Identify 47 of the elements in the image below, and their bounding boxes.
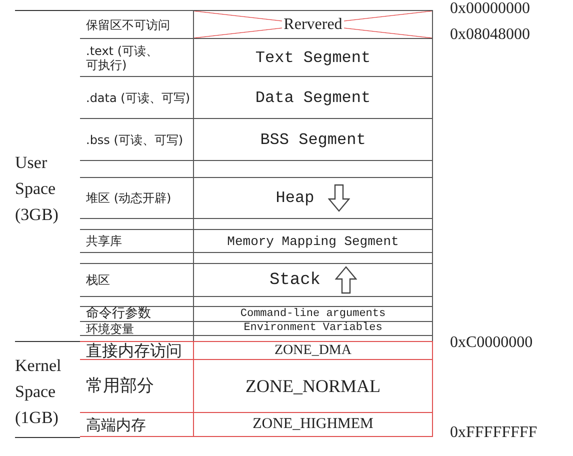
segment-name: ZONE_HIGHMEM — [252, 417, 374, 432]
row-label: .bss (可读、可写) — [86, 132, 184, 146]
segment-name: ZONE_NORMAL — [246, 377, 380, 395]
address-label: 0x00000000 — [450, 0, 530, 18]
address-label: 0xC0000000 — [450, 334, 533, 352]
row-label: .data (可读、可写) — [86, 90, 190, 104]
row-label: 保留区不可访问 — [86, 18, 170, 32]
row-label: 栈区 — [86, 273, 110, 287]
segment-name: Heap — [276, 190, 314, 206]
memory-segment — [80, 252, 433, 263]
row-label: .text (可读、可执行) — [86, 44, 159, 72]
region-label: Kernel Space (1GB) — [15, 355, 62, 429]
row-label: 常用部分 — [86, 379, 154, 393]
address-label: 0x08048000 — [450, 26, 530, 44]
memory-segment — [80, 177, 433, 218]
memory-segment — [80, 263, 433, 296]
row-label: 命令行参数 — [86, 307, 151, 321]
segment-name: Text Segment — [255, 50, 371, 66]
segment-name: Data Segment — [255, 90, 371, 106]
memory-segment — [80, 335, 433, 341]
segment-name: Rervered — [282, 16, 344, 32]
region-label: User Space (3GB) — [15, 152, 60, 226]
segment-name: ZONE_DMA — [274, 344, 352, 358]
segment-name: Command-line arguments — [240, 308, 386, 320]
memory-segment — [80, 341, 433, 359]
memory-segment — [80, 38, 433, 76]
memory-segment — [80, 10, 433, 38]
memory-segment — [80, 218, 433, 229]
segment-name: Environment Variables — [244, 323, 382, 334]
memory-segment — [80, 359, 433, 412]
memory-segment — [80, 412, 433, 437]
memory-segment — [80, 321, 433, 335]
memory-segment — [80, 306, 433, 321]
memory-segment — [80, 229, 433, 252]
row-label: 环境变量 — [86, 322, 134, 336]
address-label: 0xFFFFFFFF — [450, 424, 538, 442]
memory-segment — [80, 160, 433, 177]
row-label: 堆区 (动态开辟) — [86, 191, 172, 205]
row-label: 高端内存 — [86, 418, 146, 432]
segment-name: Memory Mapping Segment — [227, 234, 399, 248]
memory-segment — [80, 296, 433, 306]
memory-segment — [80, 76, 433, 118]
row-label: 共享库 — [86, 234, 122, 248]
row-label: 直接内存访问 — [86, 344, 182, 358]
segment-name: Stack — [269, 272, 320, 288]
segment-name: BSS Segment — [260, 132, 366, 148]
memory-segment — [80, 118, 433, 160]
